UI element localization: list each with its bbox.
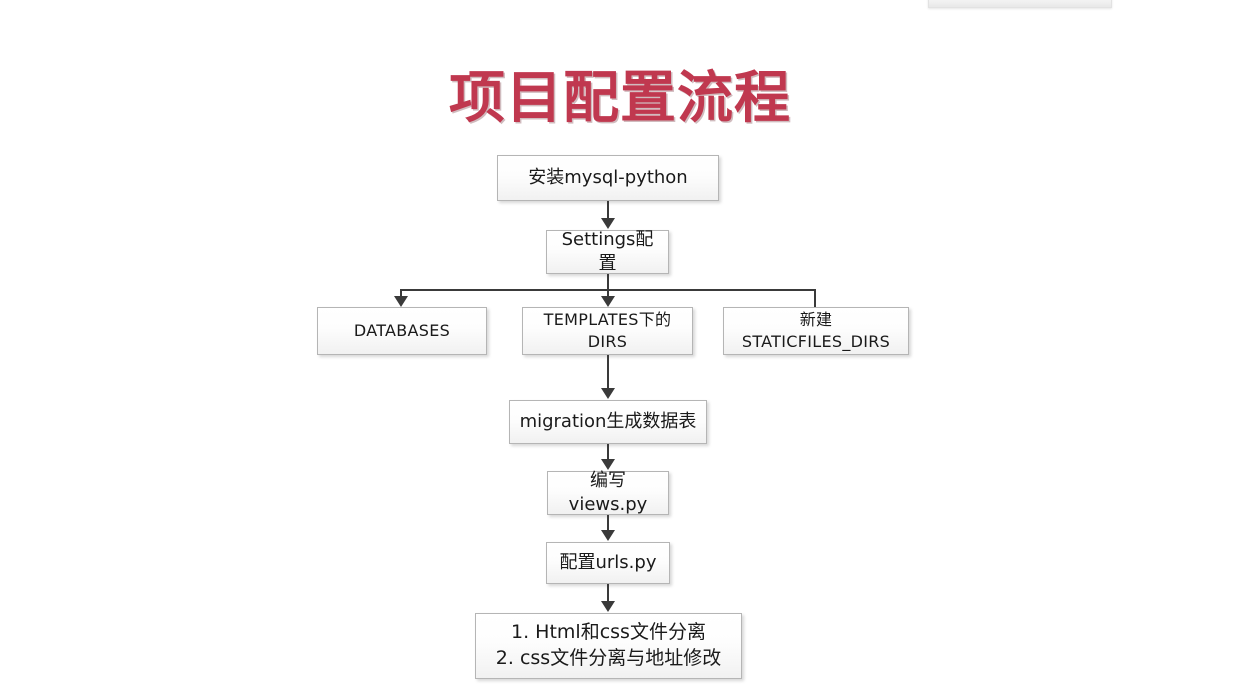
node-templates-dirs[interactable]: TEMPLATES下的DIRS xyxy=(522,307,693,355)
arrowhead-install-to-settings xyxy=(601,218,615,229)
connector-branch-to-databases xyxy=(400,289,402,299)
connector-urls-to-final xyxy=(607,584,609,602)
node-settings-config[interactable]: Settings配置 xyxy=(546,229,669,274)
cropped-window-artifact xyxy=(928,0,1112,8)
arrowhead-templates-to-migration xyxy=(601,388,615,399)
connector-migration-to-views xyxy=(607,444,609,460)
node-html-css-separation[interactable]: 1. Html和css文件分离 2. css文件分离与地址修改 xyxy=(475,613,742,679)
node-install-mysql-python[interactable]: 安装mysql-python xyxy=(497,155,719,201)
node-migration-generate-tables[interactable]: migration生成数据表 xyxy=(509,400,707,444)
connector-views-to-urls xyxy=(607,515,609,531)
node-staticfiles-dirs[interactable]: 新建STATICFILES_DIRS xyxy=(723,307,909,355)
arrowhead-branch-to-templates xyxy=(601,296,615,307)
page-title: 项目配置流程 xyxy=(449,66,791,131)
node-write-views-py[interactable]: 编写views.py xyxy=(547,470,669,515)
connector-templates-to-migration xyxy=(607,355,609,390)
connector-branch-to-templates xyxy=(607,289,609,299)
node-config-urls-py[interactable]: 配置urls.py xyxy=(546,542,670,584)
node-databases[interactable]: DATABASES xyxy=(317,307,487,355)
connector-branch-to-staticfiles xyxy=(814,289,816,308)
connector-install-to-settings xyxy=(607,201,609,221)
connector-settings-stem xyxy=(607,274,609,290)
arrowhead-branch-to-databases xyxy=(394,296,408,307)
arrowhead-urls-to-final xyxy=(601,601,615,612)
arrowhead-migration-to-views xyxy=(601,459,615,470)
arrowhead-views-to-urls xyxy=(601,530,615,541)
